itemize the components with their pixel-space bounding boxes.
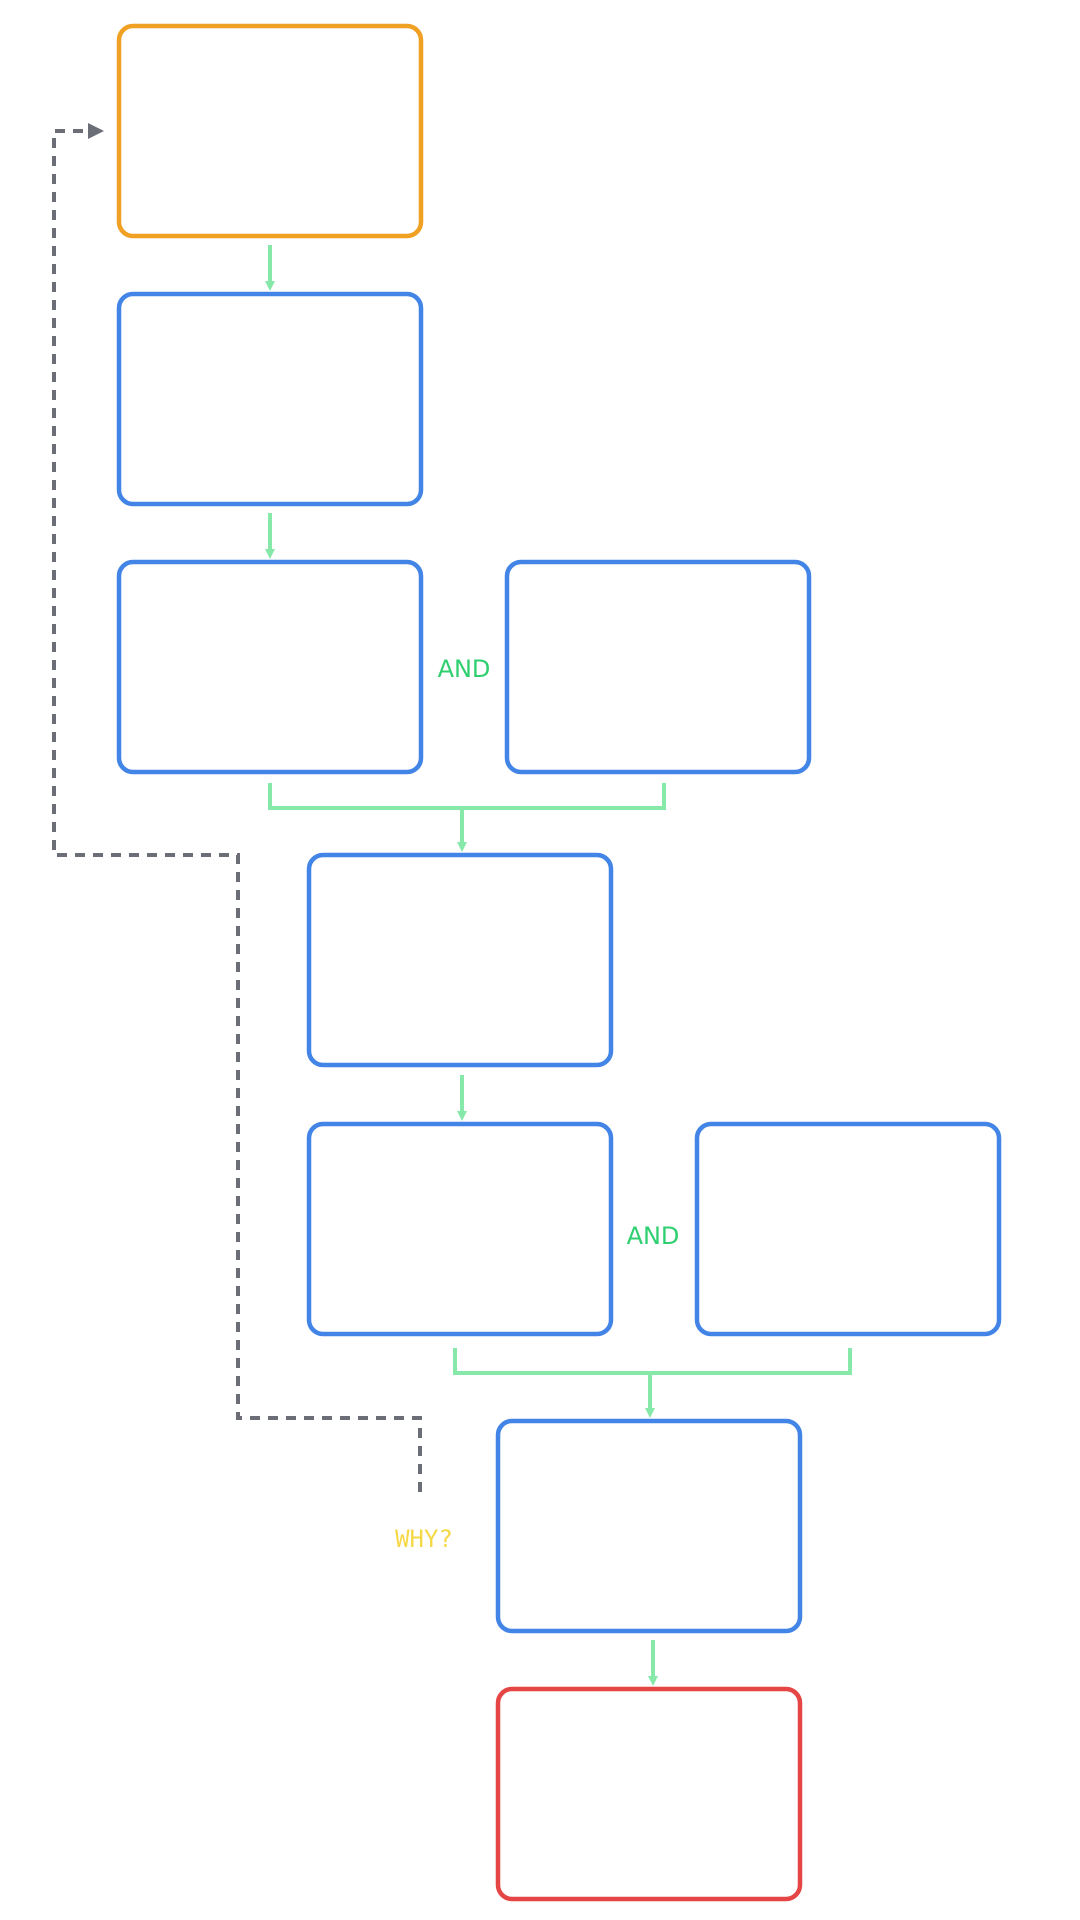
and-label-2: AND: [627, 1222, 680, 1250]
box-step-4a: [306, 1121, 614, 1337]
box-end: [495, 1686, 803, 1902]
merge-connector-2: [268, 783, 666, 810]
loop-back-connector: [52, 123, 422, 1492]
box-step-2a: [116, 559, 424, 775]
box-start: [116, 23, 424, 239]
box-step-4b: [694, 1121, 1002, 1337]
why-label: WHY?: [395, 1525, 453, 1553]
box-step-1: [116, 291, 424, 507]
and-label-1: AND: [438, 655, 491, 683]
box-step-2b: [504, 559, 812, 775]
merge-connector-4: [453, 1348, 852, 1375]
box-step-5: [495, 1418, 803, 1634]
box-step-3: [306, 852, 614, 1068]
